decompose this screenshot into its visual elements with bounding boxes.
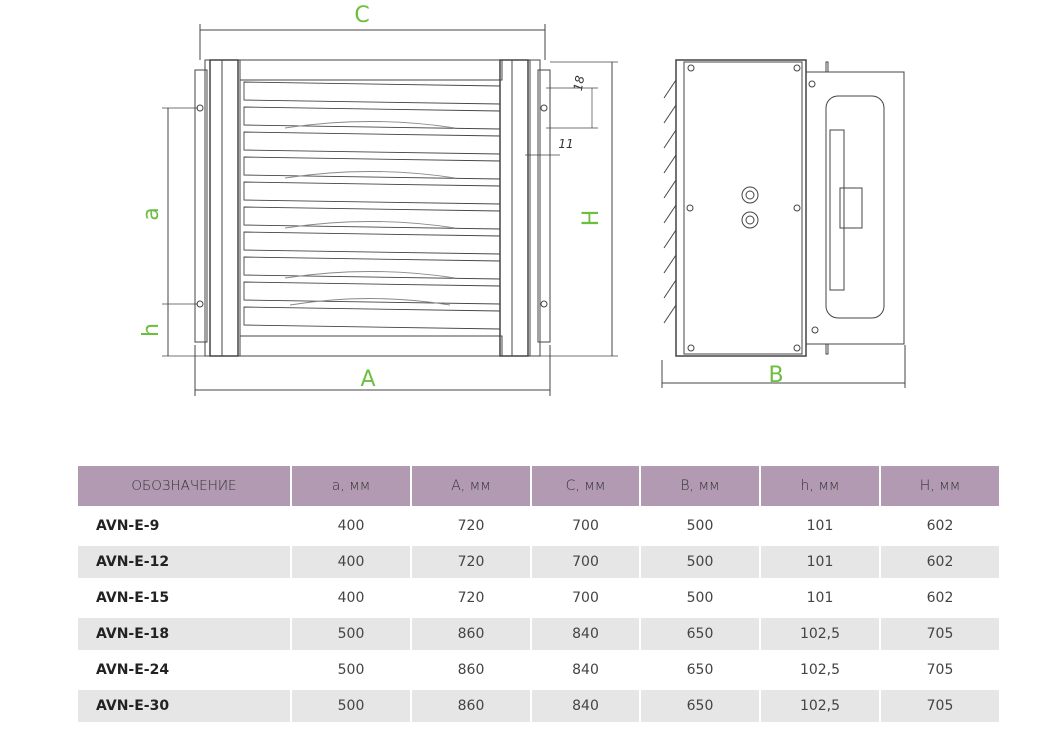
col-header-a-large: A, мм	[412, 466, 530, 506]
dim-label-h-lower: h	[139, 323, 164, 337]
cell: 700	[572, 590, 599, 606]
cell: 860	[412, 690, 530, 722]
table-row: AVN-E-24 500 860 840 650 102,5 705	[78, 654, 999, 686]
cell: 500	[292, 690, 410, 722]
cell: 650	[686, 662, 714, 678]
cell: 500	[686, 518, 714, 534]
louvres	[243, 81, 501, 330]
cell: 720	[457, 518, 485, 534]
dim-label-18: 18	[571, 74, 588, 92]
table-row: AVN-E-9 400 720 700 500 101 602	[78, 510, 999, 542]
cell: 602	[926, 590, 954, 606]
cell: 705	[926, 662, 954, 678]
cell: 101	[761, 546, 879, 578]
dim-label-h-upper: H	[579, 210, 604, 227]
cell: 500	[337, 662, 365, 678]
cell: 500	[686, 590, 714, 606]
cell: 720	[457, 590, 485, 606]
cell: 500	[641, 546, 759, 578]
cell: 720	[412, 546, 530, 578]
cell: 102,5	[761, 690, 879, 722]
row-model: AVN-E-30	[78, 690, 290, 722]
table-row: AVN-E-15 400 720 700 500 101 602	[78, 582, 999, 614]
cell: 840	[572, 662, 599, 678]
cell: 602	[926, 518, 954, 534]
cell: 705	[881, 690, 999, 722]
cell: 102,5	[799, 662, 841, 678]
cell: 840	[532, 690, 639, 722]
dim-label-a: A	[360, 367, 375, 392]
cell: 602	[881, 546, 999, 578]
cell: 500	[292, 618, 410, 650]
row-model: AVN-E-18	[78, 618, 290, 650]
spec-table: ОБОЗНАЧЕНИЕ a, мм A, мм C, мм B, мм h, м…	[76, 462, 1001, 726]
table-header-row: ОБОЗНАЧЕНИЕ a, мм A, мм C, мм B, мм h, м…	[78, 466, 999, 506]
technical-drawing: C A B H a h 18 11	[139, 3, 906, 396]
col-header-c: C, мм	[532, 466, 639, 506]
col-header-h-small: h, мм	[761, 466, 879, 506]
dim-label-b: B	[768, 363, 783, 388]
cell: 860	[457, 662, 485, 678]
col-header-b: B, мм	[641, 466, 759, 506]
cell: 400	[337, 518, 365, 534]
cell: 650	[641, 690, 759, 722]
cell: 700	[572, 518, 599, 534]
cell: 400	[337, 590, 365, 606]
dim-label-11: 11	[558, 137, 573, 151]
cell: 860	[412, 618, 530, 650]
row-model: AVN-E-9	[96, 518, 160, 534]
cell: 101	[806, 590, 834, 606]
cell: 700	[532, 546, 639, 578]
table-row: AVN-E-12 400 720 700 500 101 602	[78, 546, 999, 578]
col-header-designation: ОБОЗНАЧЕНИЕ	[78, 466, 290, 506]
dim-label-a-lower: a	[139, 207, 164, 220]
cell: 101	[806, 518, 834, 534]
col-header-a-small: a, мм	[292, 466, 410, 506]
row-model: AVN-E-15	[96, 590, 170, 606]
cell: 705	[881, 618, 999, 650]
cell: 102,5	[761, 618, 879, 650]
side-view	[661, 59, 906, 388]
table-row: AVN-E-30 500 860 840 650 102,5 705	[78, 690, 999, 722]
row-model: AVN-E-12	[78, 546, 290, 578]
dim-label-c: C	[354, 3, 369, 28]
front-view	[162, 24, 618, 396]
table-row: AVN-E-18 500 860 840 650 102,5 705	[78, 618, 999, 650]
cell: 840	[532, 618, 639, 650]
row-model: AVN-E-24	[96, 662, 170, 678]
col-header-h-large: H, мм	[881, 466, 999, 506]
cell: 400	[292, 546, 410, 578]
cell: 650	[641, 618, 759, 650]
